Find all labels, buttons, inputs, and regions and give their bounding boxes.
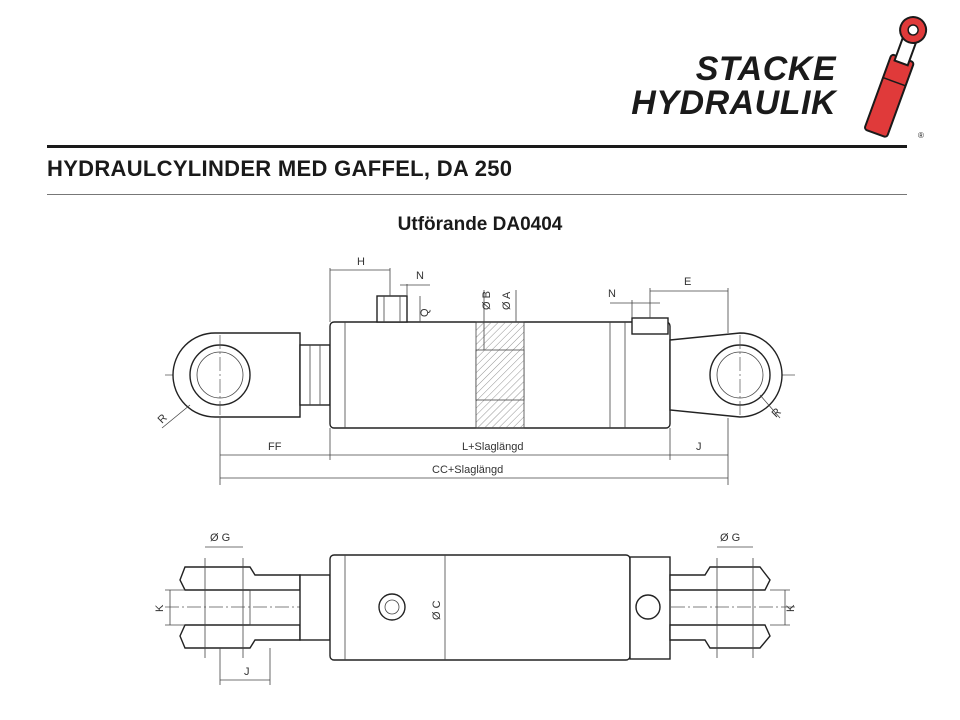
title-rule [47, 194, 907, 195]
dim-c-label: Ø C [431, 600, 443, 620]
dim-g-right-label: Ø G [720, 532, 740, 544]
logo-line-1: STACKE [695, 50, 836, 88]
dim-a-label: Ø A [501, 291, 513, 310]
top-view: H N Q Ø B Ø A N E R R FF L+Slaglängd J C… [156, 256, 795, 485]
cylinder-logo-icon: ® [864, 16, 928, 140]
stacke-hydraulik-logo: STACKE HYDRAULIK ® [631, 12, 936, 142]
dim-r-left-label: R [156, 412, 170, 426]
bottom-view: Ø G Ø G K K Ø C J [154, 532, 797, 685]
variant-title: Utförande DA0404 [397, 214, 563, 235]
dim-q-label: Q [419, 308, 431, 317]
dim-n-right-label: N [608, 288, 616, 300]
dim-e-label: E [684, 276, 691, 288]
dim-cc-label: CC+Slaglängd [432, 464, 503, 476]
header-rule [47, 145, 907, 148]
dim-g-left-label: Ø G [210, 532, 230, 544]
registered-mark: ® [918, 131, 924, 140]
dim-n-left-label: N [416, 270, 424, 282]
dim-k-left-label: K [154, 604, 166, 612]
dim-ff-label: FF [268, 441, 282, 453]
dim-l-label: L+Slaglängd [462, 441, 523, 453]
logo-line-2: HYDRAULIK [631, 84, 836, 122]
dim-j-bottom-label: J [244, 666, 250, 678]
dim-j-label: J [696, 441, 702, 453]
page-title: HYDRAULCYLINDER MED GAFFEL, DA 250 [47, 156, 513, 181]
dim-k-right-label: K [785, 604, 797, 612]
dim-b-label: Ø B [481, 291, 493, 310]
dim-h-label: H [357, 256, 365, 268]
